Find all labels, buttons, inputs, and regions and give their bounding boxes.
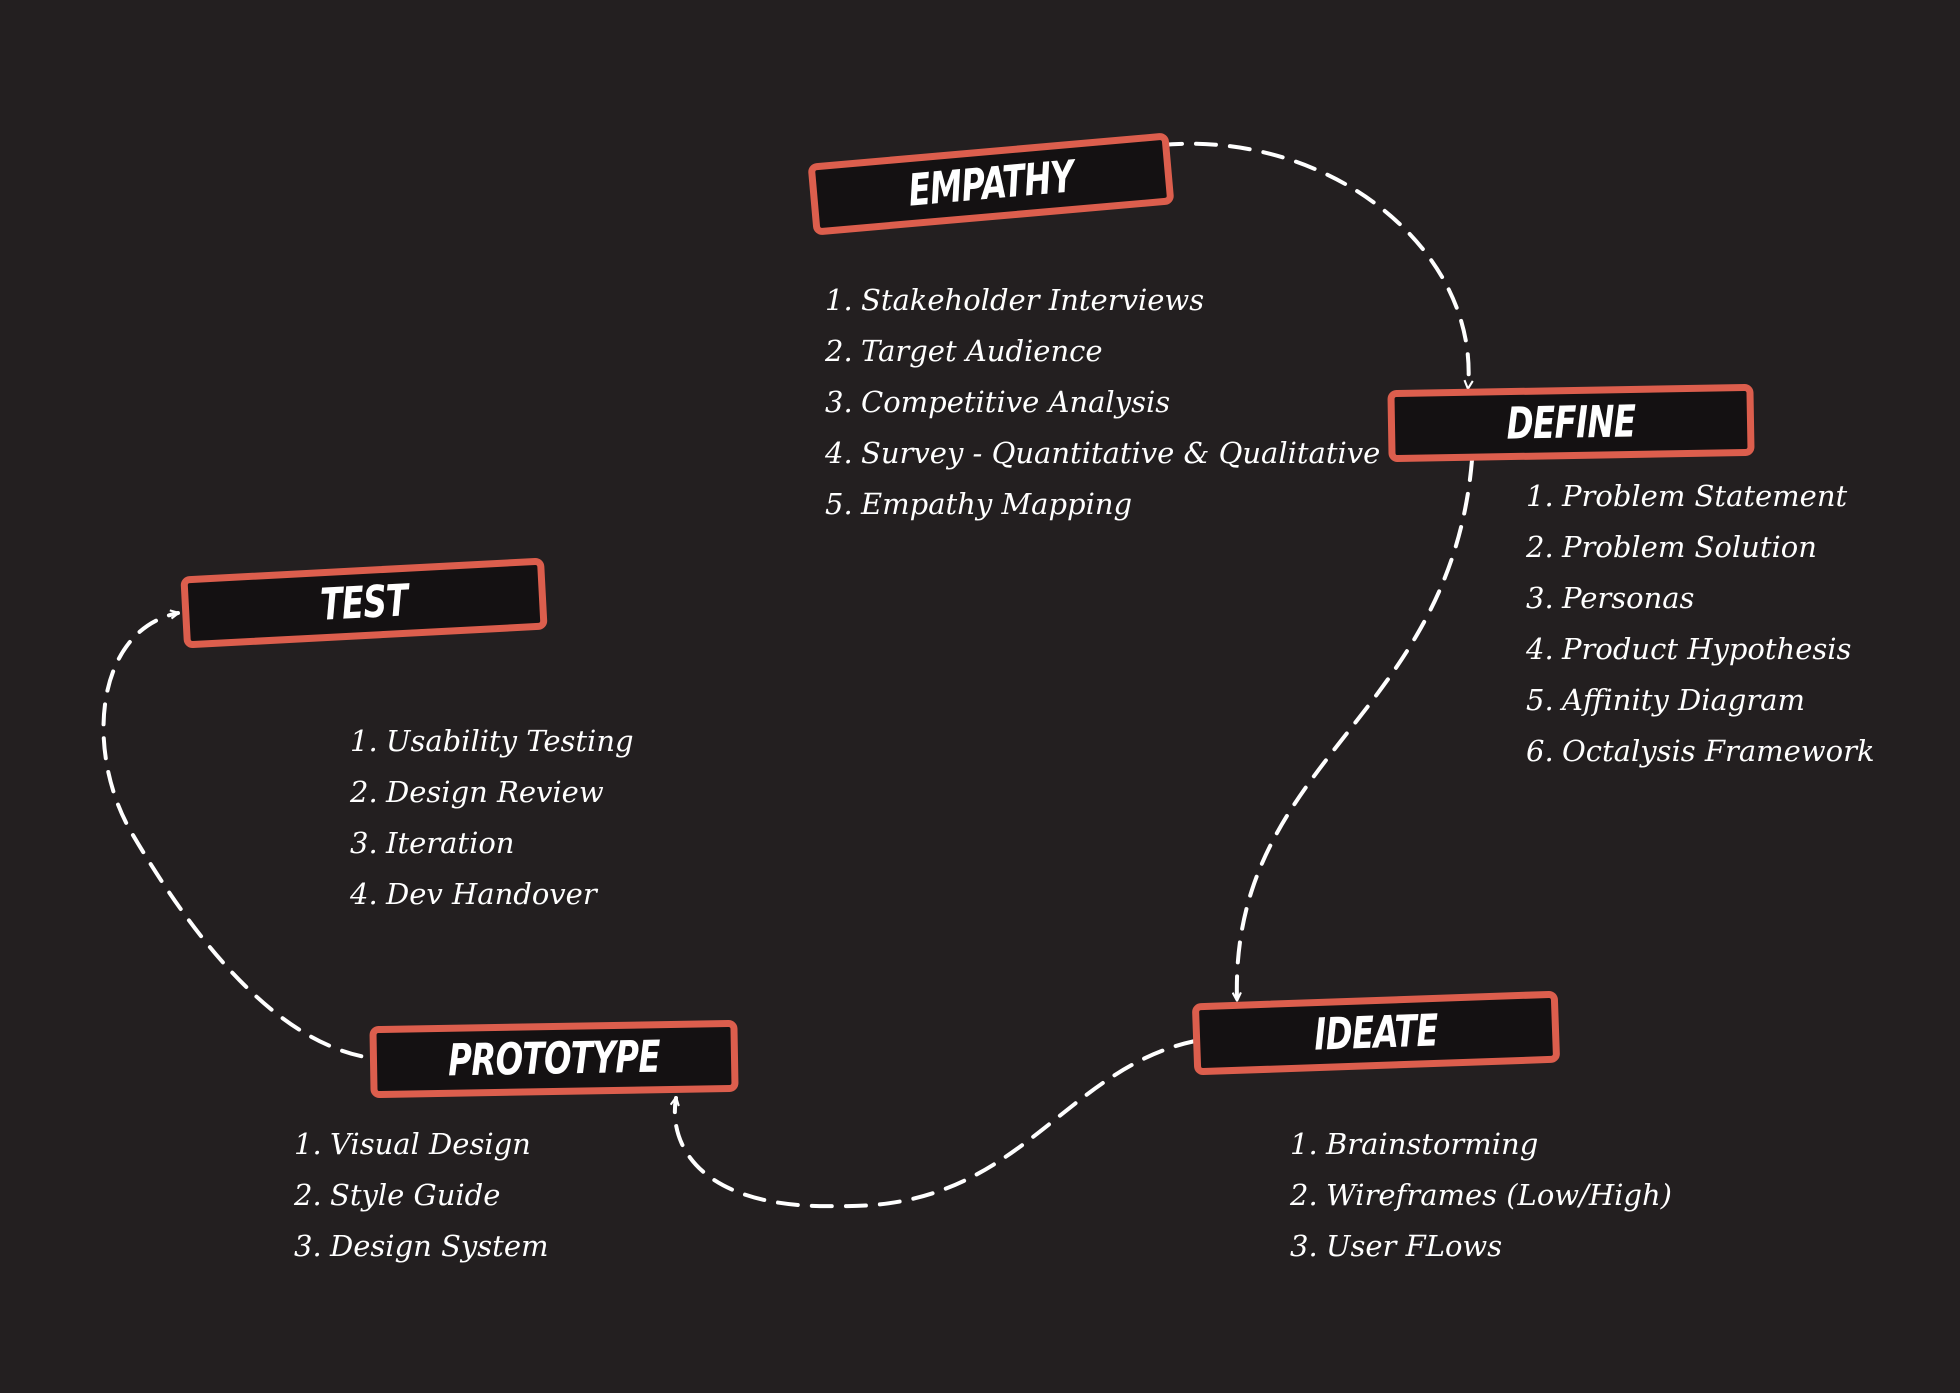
- connector-prototype-to-test: [101, 613, 397, 1062]
- list-item: 2.Wireframes (Low/High): [1290, 1178, 1672, 1212]
- list-item: 4.Dev Handover: [350, 877, 597, 911]
- connector-ideate-to-prototype: [675, 1039, 1197, 1209]
- list-item: 2.Style Guide: [294, 1178, 501, 1212]
- list-item: 3.Design System: [294, 1229, 549, 1263]
- stage-label-define: DEFINE: [1506, 396, 1636, 450]
- stage-prototype: PROTOTYPE: [369, 1019, 739, 1099]
- list-item: 3.Personas: [1526, 581, 1695, 615]
- stage-label-prototype: PROTOTYPE: [447, 1031, 661, 1087]
- list-item: 4.Survey - Quantitative & Qualitative: [825, 436, 1381, 470]
- list-item: 6.Octalysis Framework: [1526, 734, 1875, 768]
- list-item: 3.Competitive Analysis: [825, 385, 1171, 419]
- connector-empathy-to-define: [1160, 141, 1469, 388]
- list-item: 3.Iteration: [350, 826, 515, 860]
- list-item: 1.Visual Design: [294, 1127, 531, 1161]
- ideate-steps: 1.Brainstorming 2.Wireframes (Low/High) …: [1290, 1119, 1672, 1272]
- list-item: 2.Target Audience: [825, 334, 1103, 368]
- list-item: 1.Brainstorming: [1290, 1127, 1539, 1161]
- list-item: 5.Affinity Diagram: [1526, 683, 1806, 717]
- list-item: 2.Design Review: [350, 775, 604, 809]
- stage-define: DEFINE: [1387, 383, 1755, 463]
- list-item: 4.Product Hypothesis: [1526, 632, 1852, 666]
- stage-label-ideate: IDEATE: [1313, 1005, 1439, 1061]
- list-item: 1.Problem Statement: [1526, 479, 1848, 513]
- empathy-steps: 1.Stakeholder Interviews 2.Target Audien…: [825, 275, 1380, 530]
- list-item: 5.Empathy Mapping: [825, 487, 1133, 521]
- stage-ideate: IDEATE: [1191, 990, 1561, 1076]
- connector-define-to-ideate: [1237, 458, 1474, 1002]
- define-steps: 1.Problem Statement 2.Problem Solution 3…: [1526, 471, 1875, 777]
- list-item: 3.User FLows: [1290, 1229, 1503, 1263]
- list-item: 2.Problem Solution: [1526, 530, 1817, 564]
- test-steps: 1.Usability Testing 2.Design Review 3.It…: [350, 716, 634, 920]
- list-item: 1.Stakeholder Interviews: [825, 283, 1205, 317]
- prototype-steps: 1.Visual Design 2.Style Guide 3.Design S…: [294, 1119, 548, 1272]
- list-item: 1.Usability Testing: [350, 724, 634, 758]
